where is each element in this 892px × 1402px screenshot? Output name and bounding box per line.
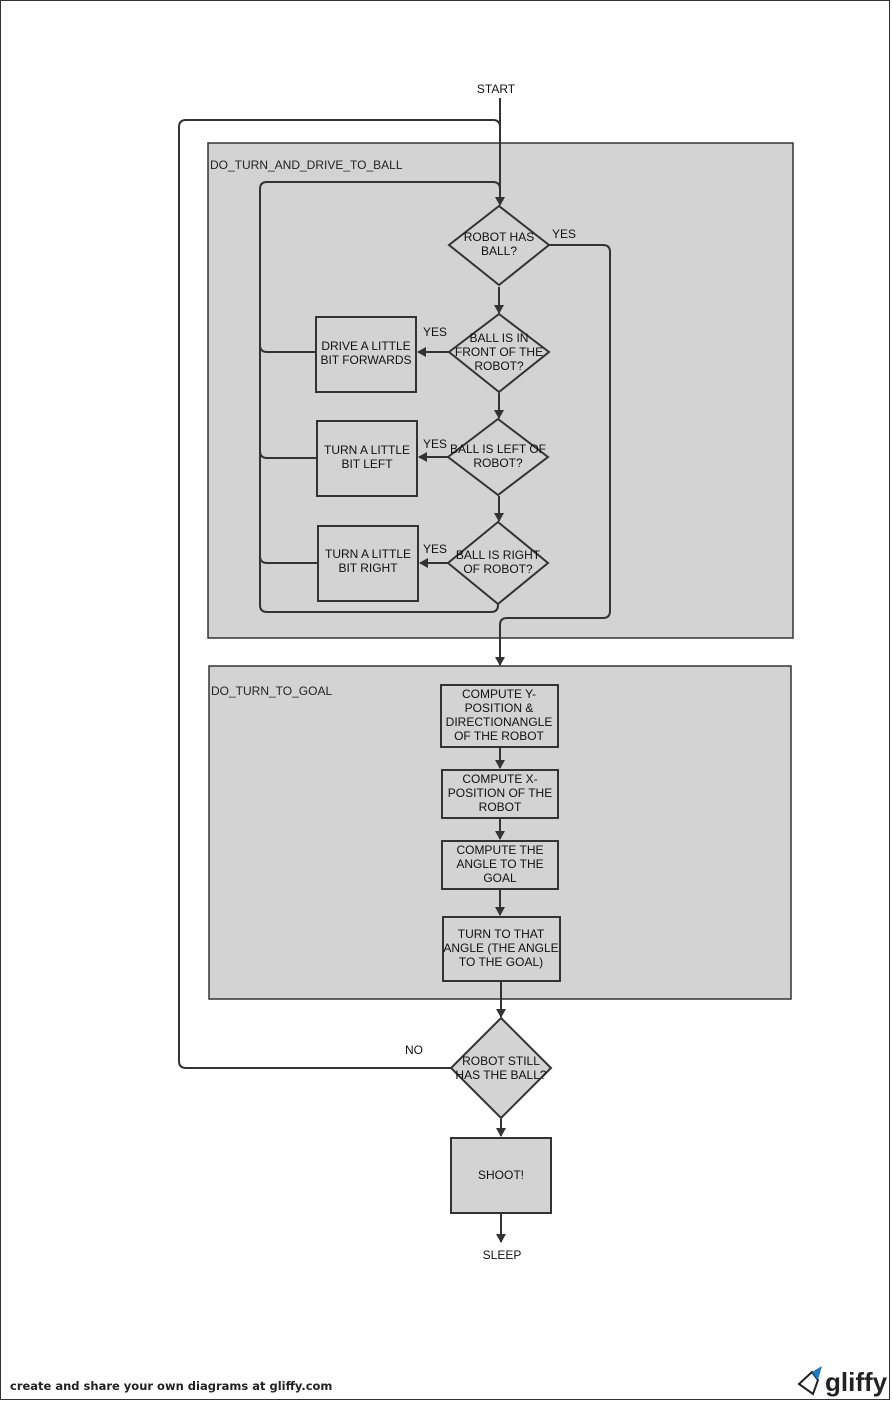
label-line: FRONT OF THE xyxy=(455,345,543,359)
label-line: ROBOT xyxy=(479,800,522,814)
group-drive-to-ball-label: DO_TURN_AND_DRIVE_TO_BALL xyxy=(210,158,403,172)
connectors xyxy=(178,98,611,1243)
label-line: ROBOT? xyxy=(474,359,524,373)
process-turn-left xyxy=(316,420,418,497)
process-shoot xyxy=(450,1137,552,1214)
label-line: SHOOT! xyxy=(478,1168,524,1182)
label-line: COMPUTE X- xyxy=(462,772,537,786)
label-line: POSITION & xyxy=(465,701,534,715)
decision-has-ball xyxy=(447,204,551,287)
edge-label-yes-has-ball: YES xyxy=(552,227,576,241)
edge-inner-loop xyxy=(259,181,501,613)
label-line: BIT LEFT xyxy=(341,457,393,471)
label-line: TURN TO THAT xyxy=(458,927,545,941)
process-drive-forward xyxy=(315,316,417,393)
label-line: BIT RIGHT xyxy=(338,561,398,575)
label-line: TURN A LITTLE xyxy=(324,443,410,457)
edge-label-yes-right: YES xyxy=(423,542,447,556)
group-turn-to-goal-label: DO_TURN_TO_GOAL xyxy=(211,684,332,698)
label-line: OF ROBOT? xyxy=(463,562,533,576)
process-turn-right xyxy=(317,525,419,602)
label-line: ROBOT? xyxy=(473,456,523,470)
gliffy-logo-text: gliffy xyxy=(825,1367,888,1397)
process-compute-y xyxy=(440,684,559,748)
shoot-label: SHOOT! xyxy=(478,1168,524,1182)
label-line: DIRECTIONANGLE xyxy=(446,715,553,729)
edge-label-yes-front: YES xyxy=(423,325,447,339)
footer-text[interactable]: create and share your own diagrams at gl… xyxy=(10,1379,332,1393)
label-line: TURN A LITTLE xyxy=(325,547,411,561)
process-turn-to-angle xyxy=(442,916,561,982)
label-line: ROBOT STILL xyxy=(462,1054,540,1068)
edge-has-ball-yes xyxy=(495,244,611,666)
label-line: POSITION OF THE xyxy=(448,786,552,800)
label-line: COMPUTE Y- xyxy=(462,687,536,701)
label-line: TO THE GOAL) xyxy=(459,955,543,969)
process-compute-angle xyxy=(441,840,559,890)
label-line: COMPUTE THE xyxy=(456,843,543,857)
edge-no-loop xyxy=(178,119,501,1069)
label-line: GOAL xyxy=(483,871,517,885)
label-line: ROBOT HAS xyxy=(464,230,534,244)
label-line: BIT FORWARDS xyxy=(320,353,411,367)
decision-ball-left xyxy=(446,417,550,497)
gliffy-logo-accent-icon xyxy=(812,1366,822,1380)
edge-label-no-still: NO xyxy=(405,1043,423,1057)
label-line: ANGLE TO THE xyxy=(456,857,543,871)
label-line: OF THE ROBOT xyxy=(454,729,544,743)
label-line: BALL IS LEFT OF xyxy=(450,442,546,456)
label-line: DRIVE A LITTLE xyxy=(321,339,410,353)
label-line: BALL IS RIGHT xyxy=(456,548,541,562)
label-line: HAS THE BALL? xyxy=(455,1068,546,1082)
edge-label-yes-left: YES xyxy=(423,437,447,451)
decision-still-has-ball xyxy=(449,1016,553,1120)
start-label: START xyxy=(477,82,516,96)
sleep-label: SLEEP xyxy=(483,1248,522,1262)
decision-ball-front xyxy=(447,312,551,394)
process-compute-x xyxy=(441,769,559,819)
decision-ball-right xyxy=(446,520,550,606)
label-line: BALL IS IN xyxy=(470,331,529,345)
label-line: ANGLE (THE ANGLE xyxy=(443,941,558,955)
label-line: BALL? xyxy=(481,244,517,258)
gliffy-logo[interactable]: gliffy xyxy=(797,1366,888,1397)
